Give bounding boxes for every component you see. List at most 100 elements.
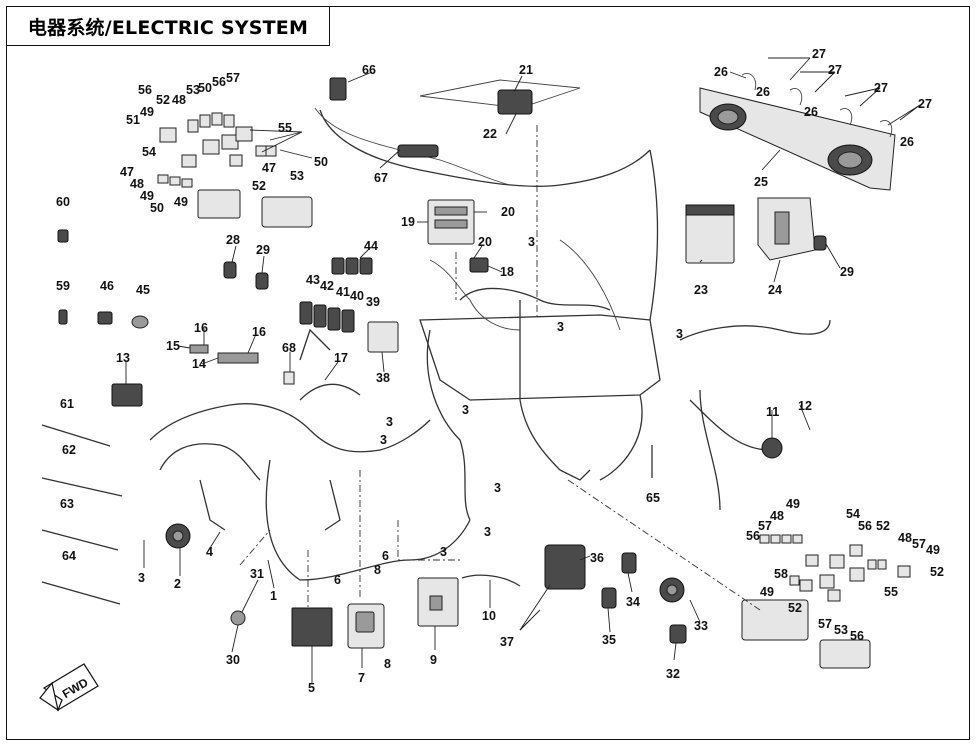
- callout: 3: [440, 545, 447, 559]
- callout: 45: [136, 283, 150, 297]
- callout: 62: [62, 443, 76, 457]
- callout: 54: [846, 507, 860, 521]
- callout: 24: [768, 283, 782, 297]
- callout: 3: [557, 320, 564, 334]
- callout: 57: [818, 617, 832, 631]
- callout: 11: [766, 405, 779, 419]
- cable-67: [314, 107, 511, 186]
- callout: 58: [774, 567, 788, 581]
- callout: 28: [226, 233, 240, 247]
- callout: 56: [138, 83, 152, 97]
- callout-numbers: 66 21 22 67 20 19 20 3 18 3 56 52 48 53 …: [56, 47, 944, 695]
- callout: 22: [483, 127, 497, 141]
- callout: 48: [130, 177, 144, 191]
- callout: 53: [290, 169, 304, 183]
- forward-direction-arrow: FWD: [39, 663, 99, 712]
- callout: 52: [788, 601, 802, 615]
- callout: 41: [336, 285, 350, 299]
- callout: 31: [250, 567, 264, 581]
- callout: 27: [874, 81, 888, 95]
- callout: 13: [116, 351, 130, 365]
- callout: 3: [494, 481, 501, 495]
- callout: 10: [482, 609, 496, 623]
- component-30: [230, 610, 246, 626]
- callout: 43: [306, 273, 320, 287]
- switch-35: [601, 587, 617, 609]
- callout: 26: [804, 105, 818, 119]
- callout: 17: [334, 351, 348, 365]
- callout: 57: [226, 71, 240, 85]
- callout: 3: [386, 415, 393, 429]
- callout: 16: [194, 321, 208, 335]
- switch-group-39-43: [299, 301, 355, 333]
- title-box: 电器系统/ELECTRIC SYSTEM: [6, 6, 330, 46]
- switch-group-44: [331, 257, 373, 275]
- fuse-holder-29-left: [255, 272, 269, 290]
- callout: 19: [401, 215, 415, 229]
- callout: 53: [834, 623, 848, 637]
- leader-lines: [125, 57, 921, 684]
- callout: 40: [350, 289, 364, 303]
- terminal-14: [217, 352, 259, 364]
- switch-32: [669, 624, 687, 644]
- component-10: [461, 574, 521, 587]
- callout: 50: [198, 81, 212, 95]
- callout: 68: [282, 341, 296, 355]
- rectifier-18: [469, 257, 489, 273]
- horn-2: [165, 523, 191, 549]
- callout: 52: [930, 565, 944, 579]
- callout: 53: [186, 83, 200, 97]
- main-wiring-harness: [149, 109, 831, 581]
- regulator-5: [291, 607, 333, 647]
- callout: 47: [262, 161, 276, 175]
- callout: 34: [626, 595, 640, 609]
- module-38: [367, 321, 399, 353]
- fuse-relay-group-left: [157, 112, 313, 228]
- callout: 15: [166, 339, 180, 353]
- callout: 64: [62, 549, 76, 563]
- callout: 63: [60, 497, 74, 511]
- bracket-15: [189, 344, 209, 354]
- ecu-19: [427, 199, 475, 245]
- callout: 42: [320, 279, 334, 293]
- callout: 8: [374, 563, 381, 577]
- callout: 4: [206, 545, 213, 559]
- page-title: 电器系统/ELECTRIC SYSTEM: [27, 16, 309, 39]
- callout: 67: [374, 171, 388, 185]
- callout: 49: [786, 497, 800, 511]
- callout: 6: [334, 573, 341, 587]
- callout: 3: [528, 235, 535, 249]
- callout: 21: [519, 63, 533, 77]
- switch-34: [621, 552, 637, 574]
- callout: 49: [140, 105, 154, 119]
- callout: 27: [918, 97, 932, 111]
- component-66: [329, 77, 347, 101]
- callout: 61: [60, 397, 74, 411]
- callout: 18: [500, 265, 514, 279]
- callout: 9: [430, 653, 437, 667]
- callout: 27: [828, 63, 842, 77]
- callout: 48: [172, 93, 186, 107]
- callout: 8: [384, 657, 391, 671]
- callout: 47: [120, 165, 134, 179]
- speaker-bar-25: [699, 73, 896, 191]
- callout: 66: [362, 63, 376, 77]
- centerlines: [239, 125, 761, 611]
- component-45: [131, 315, 149, 329]
- component-59: [58, 309, 68, 325]
- callout: 56: [850, 629, 864, 643]
- antenna-module-21: [419, 79, 581, 115]
- callout: 49: [140, 189, 154, 203]
- battery-23: [685, 204, 735, 264]
- callout: 55: [884, 585, 898, 599]
- callout: 29: [256, 243, 270, 257]
- callout: 37: [500, 635, 514, 649]
- callout: 65: [646, 491, 660, 505]
- battery-holder-24: [757, 197, 816, 261]
- callout: 33: [694, 619, 708, 633]
- fuse-holder-29-right: [813, 235, 827, 251]
- component-68: [283, 371, 295, 385]
- component-60: [57, 229, 69, 243]
- callout: 27: [812, 47, 826, 61]
